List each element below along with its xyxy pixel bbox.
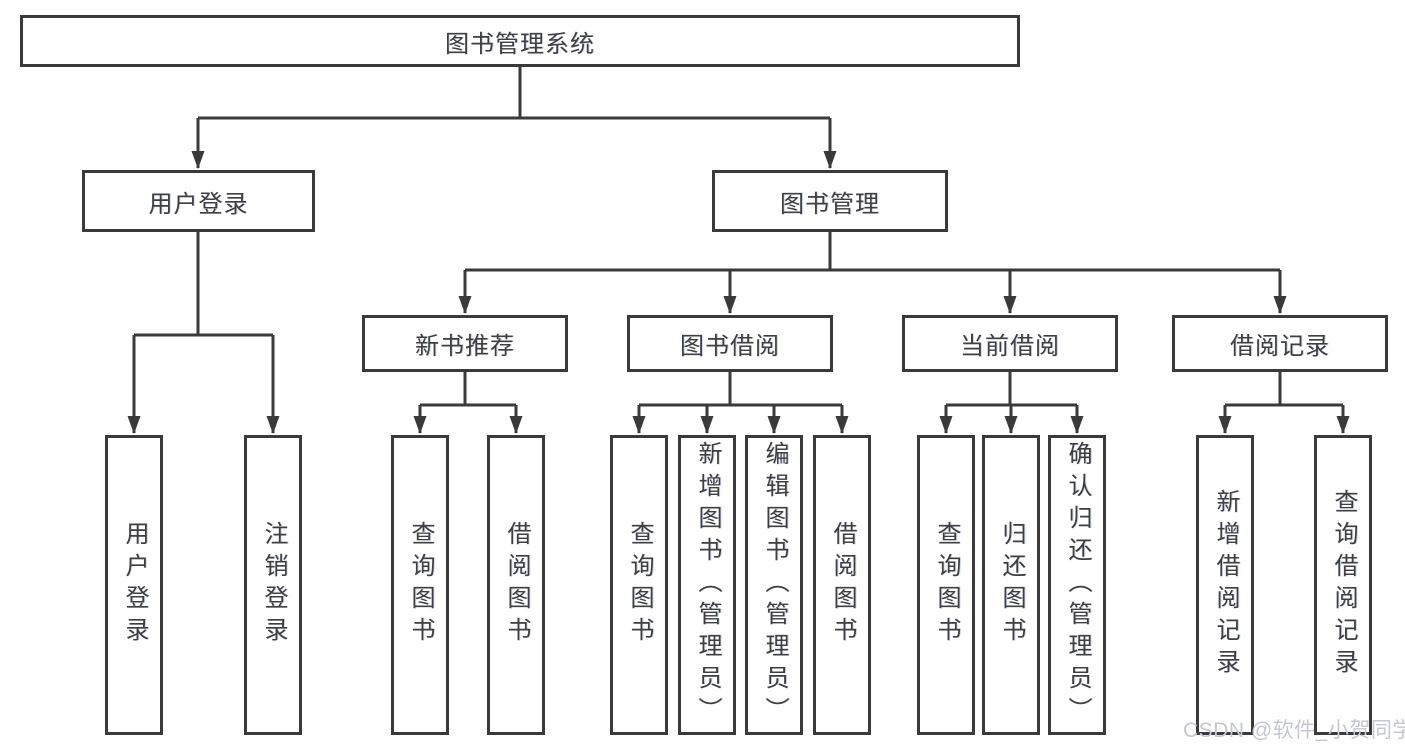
leaf-query-borrow-record: 查询借阅记录 (1314, 435, 1372, 735)
leaf-borrow-books-recommend: 借阅图书 (487, 435, 545, 735)
leaf-logout: 注销登录 (244, 435, 302, 735)
node-book-management: 图书管理 (712, 170, 948, 232)
leaf-query-books-recommend: 查询图书 (391, 435, 449, 735)
leaf-label: 借阅图书 (503, 521, 530, 649)
node-user-login-branch: 用户登录 (82, 170, 315, 232)
leaf-borrow-books: 借阅图书 (813, 435, 871, 735)
node-library-management-system: 图书管理系统 (20, 15, 1020, 67)
leaf-query-books-borrow: 查询图书 (610, 435, 668, 735)
leaf-confirm-return-admin: 确认归还（管理员） (1048, 435, 1106, 735)
leaf-return-books: 归还图书 (982, 435, 1040, 735)
leaf-label: 借阅图书 (829, 521, 856, 649)
leaf-label: 查询图书 (933, 521, 960, 649)
leaf-label: 归还图书 (998, 521, 1025, 649)
leaf-label: 用户登录 (121, 521, 148, 649)
node-book-borrowing: 图书借阅 (627, 315, 833, 372)
node-borrowing-records: 借阅记录 (1172, 315, 1388, 372)
leaf-label: 新增图书（管理员） (694, 441, 721, 729)
leaf-label: 编辑图书（管理员） (761, 441, 788, 729)
leaf-query-books-current: 查询图书 (917, 435, 975, 735)
leaf-label: 注销登录 (260, 521, 287, 649)
node-new-book-recommend: 新书推荐 (362, 315, 568, 372)
leaf-label: 查询图书 (626, 521, 653, 649)
leaf-add-books-admin: 新增图书（管理员） (678, 435, 736, 735)
node-current-borrowing: 当前借阅 (902, 315, 1118, 372)
csdn-watermark: CSDN @软件_小贺同学 (1183, 719, 1405, 742)
leaf-user-login: 用户登录 (105, 435, 163, 735)
leaf-add-borrow-record: 新增借阅记录 (1196, 435, 1254, 735)
leaf-edit-books-admin: 编辑图书（管理员） (745, 435, 803, 735)
leaf-label: 查询借阅记录 (1330, 489, 1357, 681)
leaf-label: 查询图书 (407, 521, 434, 649)
leaf-label: 确认归还（管理员） (1064, 441, 1091, 729)
leaf-label: 新增借阅记录 (1212, 489, 1239, 681)
